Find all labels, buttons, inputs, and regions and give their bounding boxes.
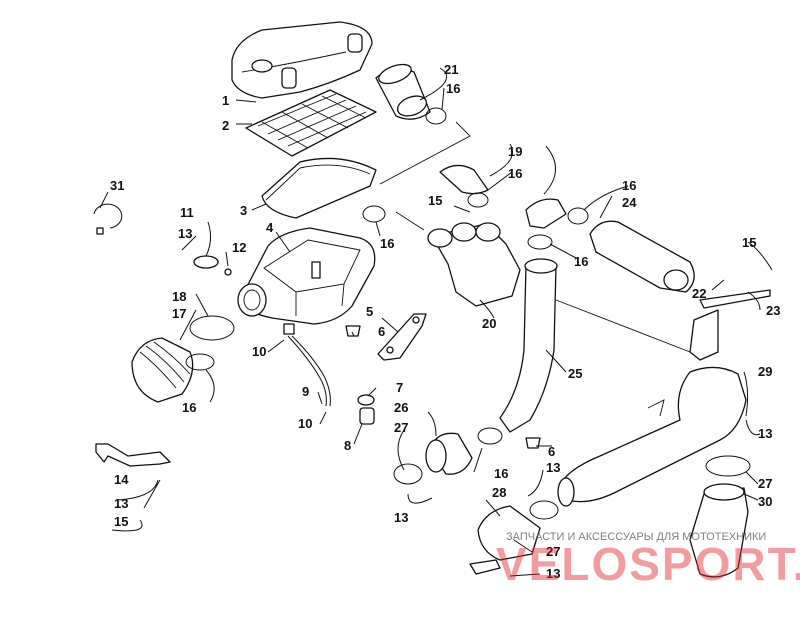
label-25: 25 [568, 366, 582, 381]
part-7-clip [357, 394, 375, 406]
leader-lines [99, 67, 773, 577]
part-16-clamp-lower-left [185, 353, 215, 371]
label-15-c: 15 [114, 514, 128, 529]
watermark: ЗАПЧАСТИ И АКСЕССУАРЫ ДЛЯ МОТОТЕХНИКИ VE… [496, 531, 800, 590]
label-23: 23 [766, 303, 780, 318]
label-24: 24 [622, 195, 637, 210]
part-1-airbox-cover [231, 21, 373, 99]
part-9-hose [287, 335, 331, 407]
label-15-a: 15 [428, 193, 442, 208]
part-23-bracket [689, 289, 771, 361]
part-4-airbox-base [237, 227, 376, 335]
label-27-a: 27 [394, 420, 408, 435]
label-17: 17 [172, 306, 186, 321]
label-3: 3 [240, 203, 247, 218]
label-16-e: 16 [622, 178, 636, 193]
part-29-duct [557, 366, 747, 507]
label-16-b: 16 [508, 166, 522, 181]
part-18-clamp [189, 315, 235, 341]
label-7: 7 [396, 380, 403, 395]
label-13-d: 13 [546, 460, 560, 475]
label-19: 19 [508, 144, 522, 159]
part-16-clamps [362, 107, 589, 520]
label-21: 21 [444, 62, 458, 77]
label-28: 28 [492, 485, 506, 500]
part-17-bellows [131, 337, 194, 403]
watermark-brand: VELOSPORT.RU [496, 538, 800, 590]
label-6: 6 [378, 324, 385, 339]
label-31: 31 [110, 178, 124, 193]
label-11: 11 [180, 205, 194, 220]
label-13-e: 13 [546, 566, 560, 581]
label-30: 30 [758, 494, 772, 509]
label-14: 14 [114, 472, 129, 487]
label-16-c: 16 [380, 236, 394, 251]
label-18: 18 [172, 289, 186, 304]
label-10-top: 10 [252, 344, 266, 359]
label-8: 8 [344, 438, 351, 453]
label-13-f: 13 [758, 426, 772, 441]
label-16-d: 16 [574, 254, 588, 269]
label-12: 12 [232, 240, 246, 255]
part-31-clamp [93, 203, 123, 235]
label-15-b: 15 [742, 235, 756, 250]
label-20: 20 [482, 316, 496, 331]
part-21-cylinder [375, 63, 431, 120]
label-27-b: 27 [758, 476, 772, 491]
label-16-f: 16 [182, 400, 196, 415]
label-13-b: 13 [114, 496, 128, 511]
part-11-fitting [193, 255, 219, 269]
part-26-coupler [425, 432, 473, 475]
part-3-filter-element [261, 157, 377, 219]
watermark-subtitle: ЗАПЧАСТИ И АКСЕССУАРЫ ДЛЯ МОТОТЕХНИКИ [506, 531, 766, 543]
label-1: 1 [222, 93, 229, 108]
part-5-bracket [377, 313, 427, 361]
label-13-c: 13 [394, 510, 408, 525]
label-5: 5 [366, 304, 373, 319]
part-24-hose [589, 220, 695, 293]
label-26: 26 [394, 400, 408, 415]
part-labels: 1 2 3 4 5 6 7 8 9 10 10 11 12 13 13 13 1… [110, 62, 780, 581]
reference-lines [379, 121, 691, 353]
part-19-elbow [439, 164, 567, 229]
part-27-clamp-right [705, 455, 751, 477]
part-12-grommet [224, 268, 232, 276]
label-4: 4 [266, 220, 274, 235]
part-2-filter-grid [245, 89, 377, 157]
part-30-pipe [689, 483, 749, 578]
label-27-c: 27 [546, 544, 560, 559]
label-9: 9 [302, 384, 309, 399]
part-20-manifold [427, 222, 521, 307]
part-25-tube [499, 258, 558, 433]
label-16-g: 16 [494, 466, 508, 481]
label-10-bottom: 10 [298, 416, 312, 431]
label-22: 22 [692, 286, 706, 301]
label-16-a: 16 [446, 81, 460, 96]
label-29: 29 [758, 364, 772, 379]
part-14-bracket [95, 443, 171, 467]
label-2: 2 [222, 118, 229, 133]
part-8-cap [359, 407, 375, 425]
label-13-a: 13 [178, 226, 192, 241]
label-6-lower: 6 [548, 444, 555, 459]
